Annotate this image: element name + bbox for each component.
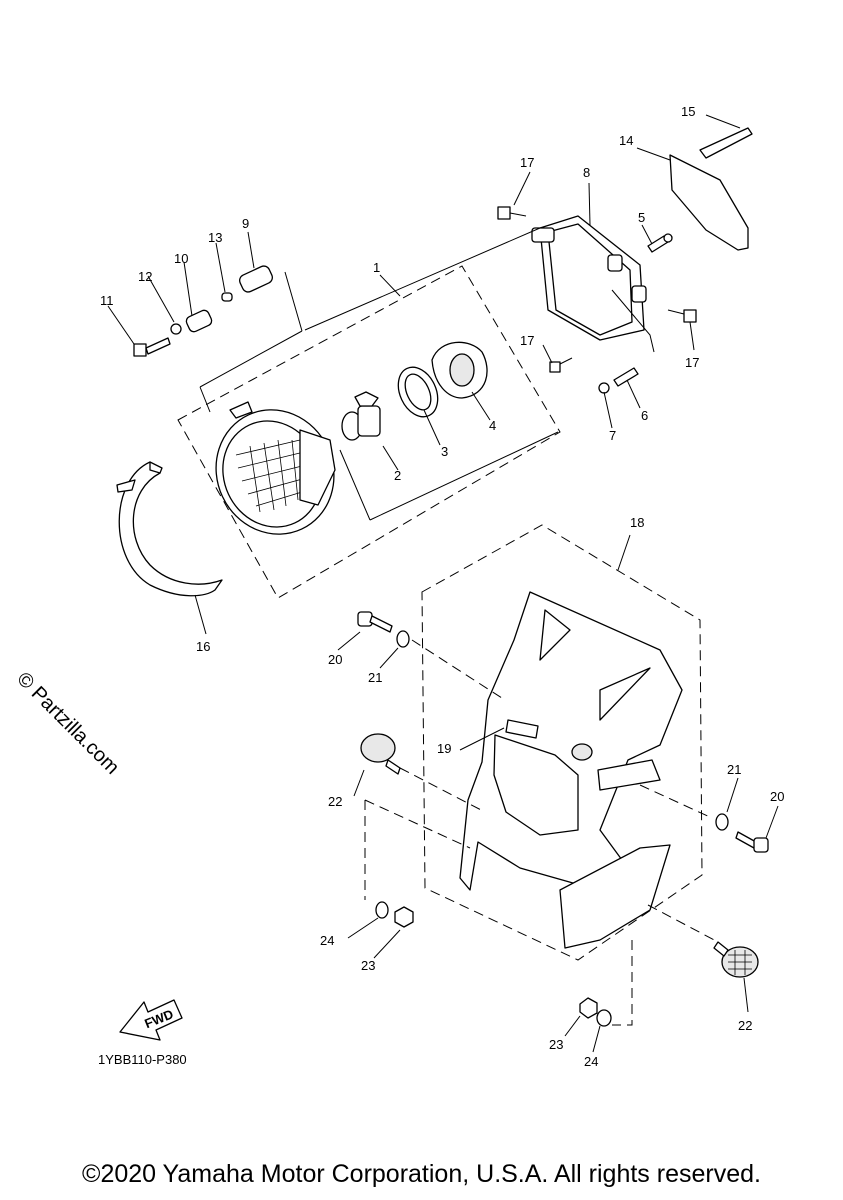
callout-23-left: 23 [361, 958, 375, 973]
callout-4: 4 [489, 418, 496, 433]
fwd-arrow-icon: FWD [119, 999, 183, 1041]
callout-7: 7 [609, 428, 616, 443]
nut-7 [598, 382, 610, 394]
headlight-unit [215, 401, 336, 535]
bolt-20-left [357, 611, 393, 633]
screw-6 [613, 367, 639, 387]
callout-2: 2 [394, 468, 401, 483]
parts-diagram: FWD 1 2 3 4 5 6 7 8 9 10 11 12 13 14 15 … [100, 104, 784, 1069]
bulb-cover [431, 341, 488, 399]
bolt-11 [133, 337, 171, 357]
callout-11: 11 [100, 293, 114, 308]
callout-20-left: 20 [328, 652, 342, 667]
callout-9: 9 [242, 216, 249, 231]
copyright-footer: ©2020 Yamaha Motor Corporation, U.S.A. A… [82, 1160, 761, 1188]
callout-21-right: 21 [727, 762, 741, 777]
callout-10: 10 [174, 251, 188, 266]
damper-part [185, 309, 213, 333]
cable-tie [699, 127, 753, 159]
bulb [341, 391, 381, 441]
number-plate-outline [421, 524, 703, 961]
headlight-rim-ring [116, 461, 223, 597]
callout-6: 6 [641, 408, 648, 423]
callout-22-right: 22 [738, 1018, 752, 1033]
bolt-17-mid [549, 357, 573, 373]
screw-5 [647, 233, 673, 253]
callout-13: 13 [208, 230, 222, 245]
nut-23-left [394, 906, 414, 928]
spacer-13 [221, 292, 233, 302]
bracket-plate [669, 154, 749, 251]
callout-17-right: 17 [685, 355, 699, 370]
washer-21-right [715, 813, 729, 831]
callout-8: 8 [583, 165, 590, 180]
callout-3: 3 [441, 444, 448, 459]
washer-12 [170, 323, 182, 335]
number-plate-cover [459, 591, 683, 949]
diagram-code: 1YBB110-P380 [98, 1052, 187, 1067]
callout-12: 12 [138, 269, 152, 284]
washer-24-left [375, 901, 389, 919]
bolt-17-top [497, 206, 527, 220]
callout-14: 14 [619, 133, 633, 148]
callout-21-left: 21 [368, 670, 382, 685]
washer-21-left [396, 630, 410, 648]
callout-22-left: 22 [328, 794, 342, 809]
grommet-22-left [360, 733, 401, 775]
callout-1: 1 [373, 260, 380, 275]
callout-19: 19 [437, 741, 451, 756]
callout-24-left: 24 [320, 933, 334, 948]
callout-17-top: 17 [520, 155, 534, 170]
callout-20-right: 20 [770, 789, 784, 804]
washer-24-right [596, 1009, 612, 1027]
nut-23-right [579, 997, 598, 1019]
grommet-22-right [713, 941, 759, 978]
callout-17-mid: 17 [520, 333, 534, 348]
headlight-stay [531, 215, 647, 341]
callout-23-right: 23 [549, 1037, 563, 1052]
callout-24-right: 24 [584, 1054, 598, 1069]
bolt-20-right [735, 831, 769, 853]
callout-15: 15 [681, 104, 695, 119]
callout-5: 5 [638, 210, 645, 225]
callout-16: 16 [196, 639, 210, 654]
bulb-holder-ring [397, 366, 439, 418]
callout-18: 18 [630, 515, 644, 530]
bolt-17-right [667, 309, 697, 323]
collar-part [239, 265, 273, 293]
headlight-assembly-outline [177, 265, 561, 599]
